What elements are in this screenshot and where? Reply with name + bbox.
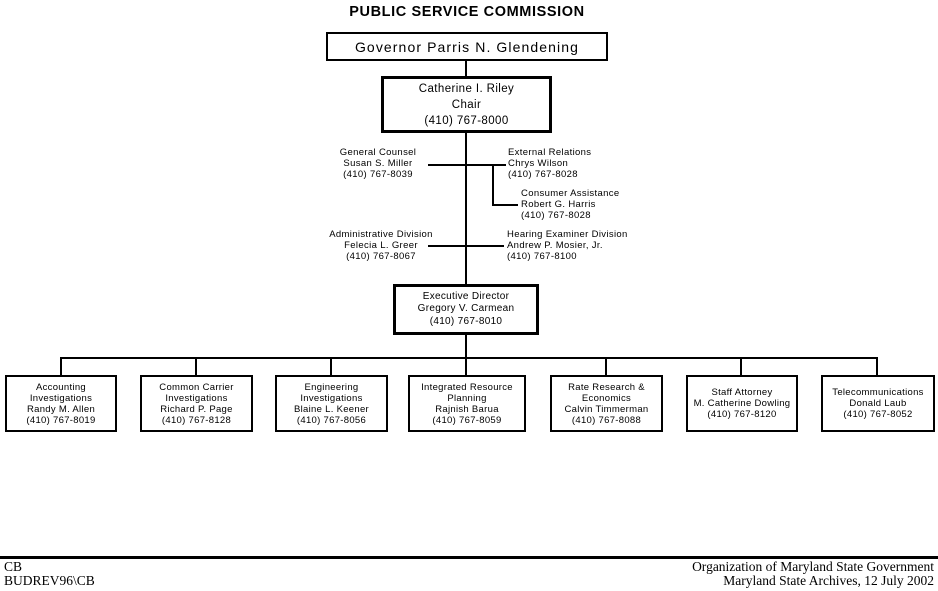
- exec-name: Gregory V. Carmean: [417, 303, 515, 315]
- office-phone: (410) 767-8028: [521, 210, 591, 221]
- office-title: Consumer Assistance: [521, 188, 620, 199]
- node-engineering-investigations: Engineering Investigations Blaine L. Kee…: [275, 375, 388, 432]
- division-line: Rajnish Barua: [435, 403, 499, 415]
- footer-left: CB BUDREV96\CB: [4, 560, 95, 588]
- footer-source-title: Organization of Maryland State Governmen…: [692, 559, 934, 574]
- division-line: M. Catherine Dowling: [693, 398, 791, 409]
- division-line: Calvin Timmerman: [564, 403, 649, 415]
- node-governor: Governor Parris N. Glendening: [326, 32, 608, 61]
- connector-chair-executive: [465, 133, 467, 284]
- office-title: External Relations: [508, 147, 592, 158]
- division-line: (410) 767-8059: [432, 414, 502, 426]
- footer-source-date: Maryland State Archives, 12 July 2002: [723, 573, 934, 588]
- node-integrated-resource-planning: Integrated Resource Planning Rajnish Bar…: [408, 375, 526, 432]
- connector-consumer-horizontal: [492, 204, 518, 206]
- division-line: Investigations: [165, 392, 228, 404]
- exec-title: Executive Director: [422, 290, 510, 302]
- division-line: Richard P. Page: [160, 403, 233, 415]
- division-line: (410) 767-8128: [161, 414, 232, 426]
- division-line: Donald Laub: [849, 398, 907, 409]
- division-line: (410) 767-8052: [843, 409, 913, 420]
- connector-drop-1: [60, 357, 62, 375]
- division-line: Investigations: [300, 392, 363, 404]
- office-title: Administrative Division: [329, 229, 433, 240]
- office-title: Hearing Examiner Division: [507, 229, 628, 240]
- connector-drop-6: [740, 357, 742, 375]
- chair-title: Chair: [451, 98, 482, 111]
- node-common-carrier-investigations: Common Carrier Investigations Richard P.…: [140, 375, 253, 432]
- connector-drop-7: [876, 357, 878, 375]
- division-line: Blaine L. Keener: [293, 403, 370, 415]
- footer-file-ref: BUDREV96\CB: [4, 573, 95, 588]
- node-rate-research-economics: Rate Research & Economics Calvin Timmerm…: [550, 375, 663, 432]
- connector-governor-chair: [465, 61, 467, 76]
- office-phone: (410) 767-8039: [343, 169, 413, 180]
- node-general-counsel: General Counsel Susan S. Miller (410) 76…: [328, 147, 428, 180]
- node-external-relations: External Relations Chrys Wilson (410) 76…: [508, 147, 591, 180]
- connector-counsel-external: [428, 164, 506, 166]
- footer-divider: [0, 556, 938, 559]
- division-line: Common Carrier: [159, 381, 234, 393]
- division-line: Accounting: [35, 381, 86, 393]
- governor-name: Governor Parris N. Glendening: [354, 38, 580, 55]
- connector-consumer-vertical: [492, 164, 494, 206]
- node-accounting-investigations: Accounting Investigations Randy M. Allen…: [5, 375, 117, 432]
- chair-phone: (410) 767-8000: [424, 114, 509, 127]
- division-line: Planning: [447, 392, 487, 404]
- division-line: (410) 767-8120: [707, 409, 777, 420]
- office-name: Susan S. Miller: [343, 158, 413, 169]
- node-staff-attorney: Staff Attorney M. Catherine Dowling (410…: [686, 375, 798, 432]
- division-line: Integrated Resource: [421, 381, 513, 393]
- connector-executive-branch: [465, 335, 467, 375]
- node-chair: Catherine I. Riley Chair (410) 767-8000: [381, 76, 552, 133]
- chair-name: Catherine I. Riley: [418, 82, 515, 95]
- connector-branch-bar: [61, 357, 878, 359]
- connector-drop-3: [330, 357, 332, 375]
- office-name: Felecia L. Greer: [344, 240, 418, 251]
- connector-drop-5: [605, 357, 607, 375]
- office-name: Andrew P. Mosier, Jr.: [507, 240, 603, 251]
- division-line: Economics: [581, 392, 632, 404]
- division-line: Staff Attorney: [711, 387, 773, 398]
- office-phone: (410) 767-8028: [508, 169, 578, 180]
- division-line: Rate Research &: [568, 381, 645, 393]
- node-executive-director: Executive Director Gregory V. Carmean (4…: [393, 284, 539, 335]
- office-phone: (410) 767-8100: [507, 251, 577, 262]
- office-phone: (410) 767-8067: [346, 251, 416, 262]
- division-line: (410) 767-8088: [571, 414, 642, 426]
- office-title: General Counsel: [339, 147, 417, 158]
- node-consumer-assistance: Consumer Assistance Robert G. Harris (41…: [521, 188, 620, 221]
- exec-phone: (410) 767-8010: [429, 315, 503, 327]
- node-hearing-examiner-division: Hearing Examiner Division Andrew P. Mosi…: [507, 229, 628, 262]
- node-telecommunications: Telecommunications Donald Laub (410) 767…: [821, 375, 935, 432]
- footer-right: Organization of Maryland State Governmen…: [692, 560, 934, 588]
- division-line: Investigations: [29, 392, 93, 404]
- connector-drop-2: [195, 357, 197, 375]
- page-title: PUBLIC SERVICE COMMISSION: [349, 4, 585, 20]
- footer-initials: CB: [4, 559, 23, 574]
- division-line: Telecommunications: [832, 387, 924, 398]
- office-name: Chrys Wilson: [508, 158, 569, 169]
- division-line: (410) 767-8056: [296, 414, 367, 426]
- node-administrative-division: Administrative Division Felecia L. Greer…: [324, 229, 438, 262]
- connector-admin-hearing: [428, 245, 504, 247]
- division-line: Engineering: [304, 381, 359, 393]
- office-name: Robert G. Harris: [521, 199, 596, 210]
- division-line: Randy M. Allen: [26, 403, 96, 415]
- division-line: (410) 767-8019: [26, 414, 96, 426]
